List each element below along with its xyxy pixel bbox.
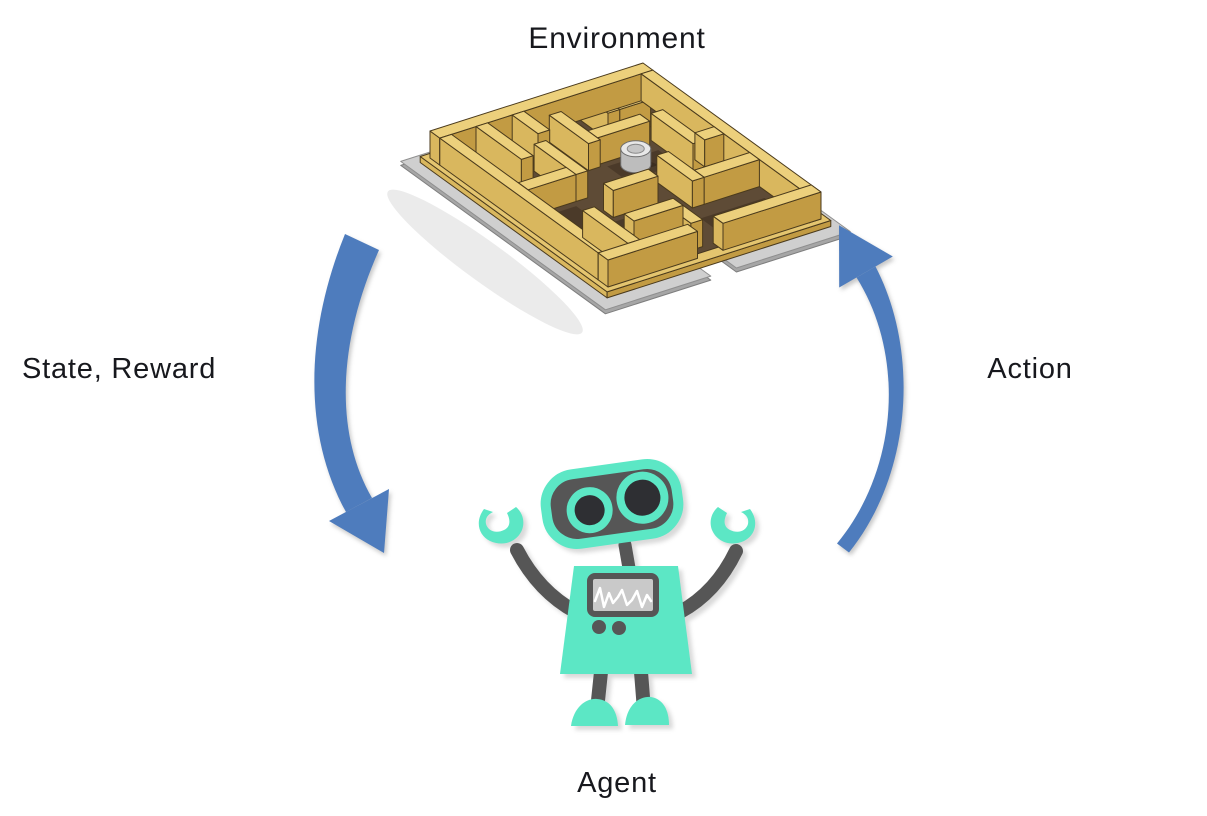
action-arrow-icon (837, 225, 904, 553)
robot-arm-left (510, 543, 583, 619)
robot-foot-right (625, 696, 669, 725)
environment-maze-icon (387, 62, 851, 335)
agent-label: Agent (577, 767, 657, 799)
robot-arm-right (673, 544, 743, 619)
action-arrow-head (839, 225, 893, 288)
state-reward-label: State, Reward (22, 353, 217, 385)
robot-hand-left (478, 507, 524, 544)
state-reward-arrow-body (314, 234, 379, 512)
action-label: Action (987, 353, 1073, 385)
robot-foot-left (571, 698, 618, 726)
robot-eye-right (616, 471, 669, 524)
robot-chest-dot-2 (612, 621, 626, 635)
robot-eye-left (566, 487, 613, 534)
robot-chest-dot-1 (592, 620, 606, 634)
environment-label: Environment (528, 22, 706, 55)
robot-hand-right (710, 507, 756, 544)
state-reward-arrow-head (329, 489, 389, 553)
agent-robot-icon (478, 459, 756, 726)
action-arrow-body (837, 266, 904, 553)
robot-screen-waveform-icon (593, 586, 653, 609)
robot-head (540, 459, 684, 549)
state-reward-arrow-icon (314, 234, 389, 553)
robot-neck (618, 538, 636, 575)
